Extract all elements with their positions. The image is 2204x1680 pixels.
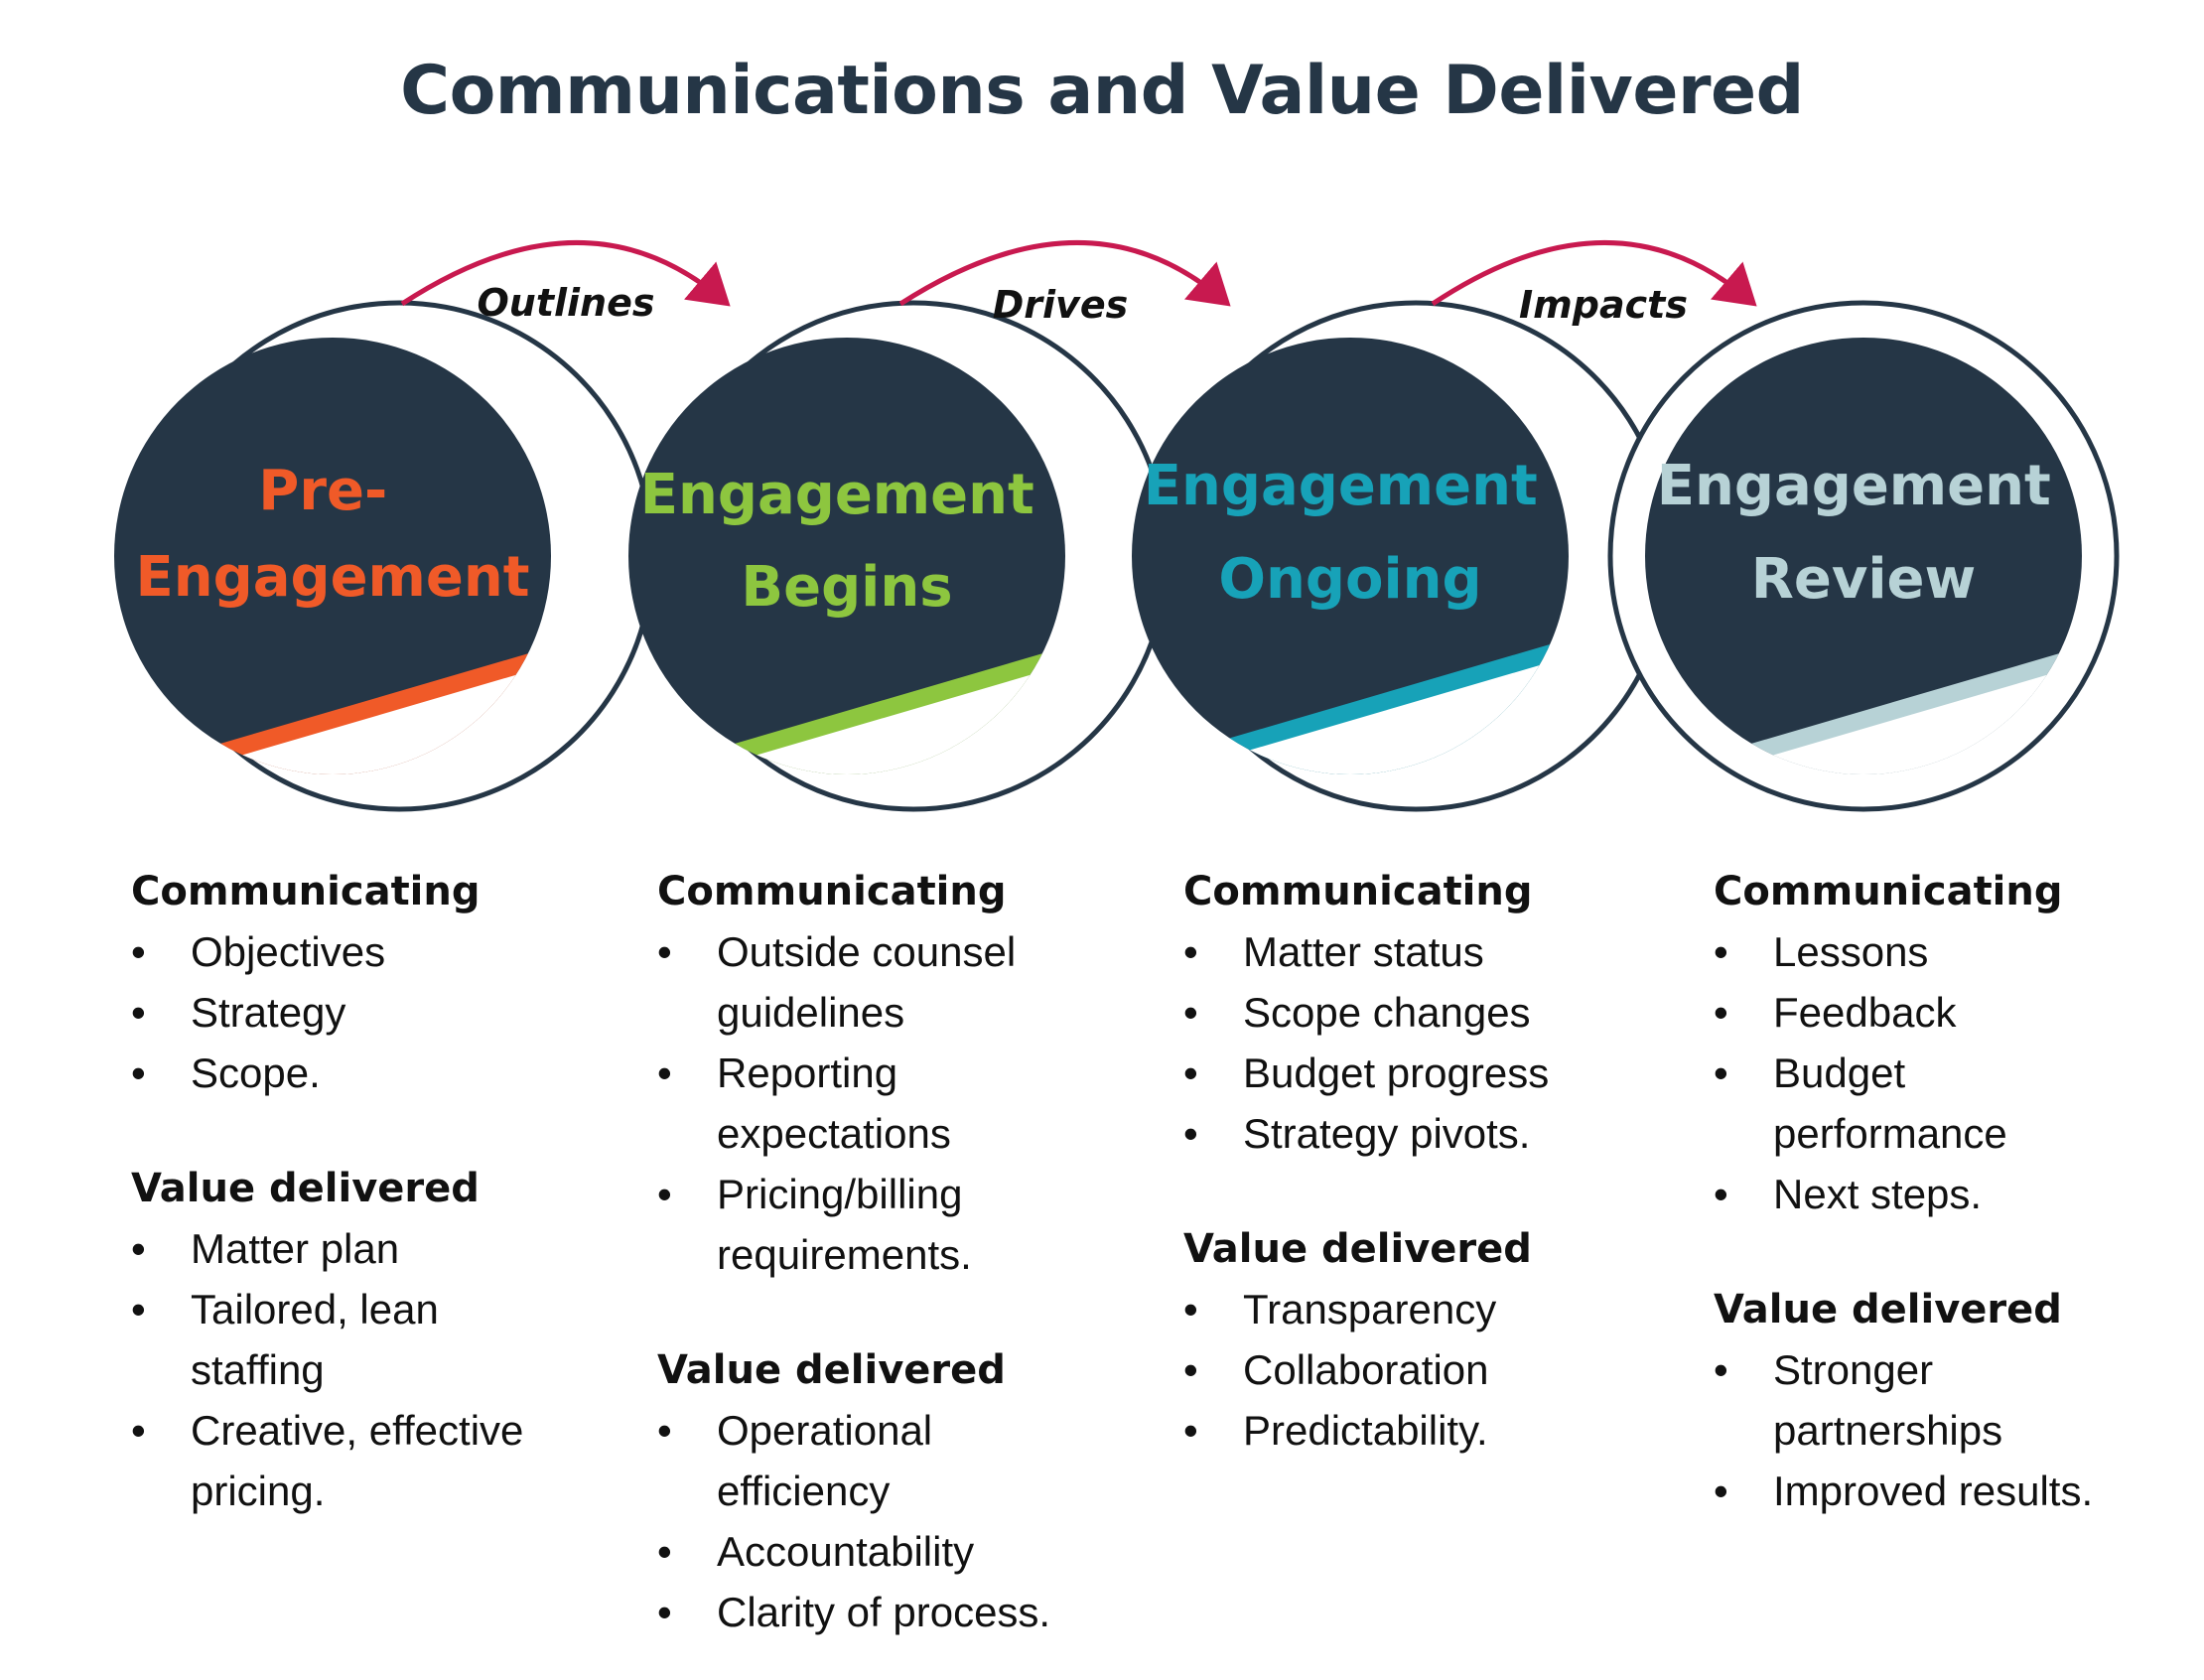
value-delivered-list: Transparency Collaboration Predictabilit… [1183, 1279, 1700, 1461]
list-item: Matter status [1183, 921, 1700, 982]
list-item: Operational efficiency [657, 1400, 1015, 1521]
list-item: Creative, effective pricing. [131, 1400, 588, 1521]
communicating-heading: Communicating [1183, 869, 1533, 914]
connector-label-outlines: Outlines [477, 281, 654, 325]
list-item: Objectives [131, 921, 647, 982]
stage-title-pre-engagement-line2: Engagement [135, 545, 529, 610]
list-item: Collaboration [1183, 1339, 1700, 1400]
list-item: Scope changes [1183, 982, 1700, 1043]
svg-text:Engagement Begins: Engagement Begins [640, 463, 1054, 620]
list-item: Matter plan [131, 1218, 647, 1279]
value-delivered-heading: Value delivered [1183, 1226, 1532, 1272]
list-item: Improved results. [1714, 1461, 2190, 1521]
stage-title-engagement-review-line2: Review [1751, 547, 1977, 612]
communicating-list: Objectives Strategy Scope. [131, 921, 647, 1103]
stage-title-engagement-begins-line1: Engagement [640, 463, 1034, 527]
stage-title-pre-engagement-line1: Pre- [258, 459, 387, 523]
communicating-list: Matter status Scope changes Budget progr… [1183, 921, 1700, 1164]
list-item: Next steps. [1714, 1164, 2190, 1224]
list-item: Reporting expectations [657, 1043, 1015, 1164]
value-delivered-heading: Value delivered [131, 1166, 480, 1211]
list-item: Strategy [131, 982, 647, 1043]
value-delivered-list: Matter plan Tailored, lean staffing Crea… [131, 1218, 647, 1521]
connector-arrow-impacts [1431, 240, 1757, 307]
list-item: Transparency [1183, 1279, 1700, 1339]
value-delivered-list: Operational efficiency Accountability Cl… [657, 1400, 1173, 1642]
communicating-list: Outside counsel guidelines Reporting exp… [657, 921, 1173, 1285]
stage-title-engagement-ongoing-line2: Ongoing [1218, 547, 1481, 612]
communicating-list: Lessons Feedback Budget performance Next… [1714, 921, 2190, 1224]
stage-column-pre-engagement: Communicating Objectives Strategy Scope.… [131, 862, 647, 1521]
list-item: Budget performance [1714, 1043, 2071, 1164]
stage-title-engagement-ongoing-line1: Engagement [1144, 454, 1538, 518]
list-item: Budget progress [1183, 1043, 1700, 1103]
connector-arrow-drives [898, 240, 1231, 307]
list-item: Lessons [1714, 921, 2190, 982]
list-item: Strategy pivots. [1183, 1103, 1700, 1164]
stage-column-engagement-ongoing: Communicating Matter status Scope change… [1183, 862, 1700, 1461]
list-item: Predictability. [1183, 1400, 1700, 1461]
connector-arrow-outlines [400, 240, 731, 307]
list-item: Clarity of process. [657, 1582, 1173, 1642]
list-item: Scope. [131, 1043, 647, 1103]
stage-title-engagement-begins-line2: Begins [741, 555, 952, 620]
connector-label-impacts: Impacts [1519, 283, 1688, 327]
communicating-heading: Communicating [657, 869, 1007, 914]
value-delivered-list: Stronger partnerships Improved results. [1714, 1339, 2190, 1521]
list-item: Stronger partnerships [1714, 1339, 2071, 1461]
diagram-title: Communications and Value Delivered [400, 52, 1804, 130]
list-item: Outside counsel guidelines [657, 921, 1114, 1043]
svg-text:Pre- Engagement: Pre- Engagement [135, 459, 529, 610]
stage-title-engagement-review-line1: Engagement [1657, 454, 2051, 518]
communicating-heading: Communicating [131, 869, 481, 914]
svg-text:Engagement Review: Engagement Review [1657, 454, 2071, 612]
list-item: Tailored, lean staffing [131, 1279, 488, 1400]
value-delivered-heading: Value delivered [1714, 1287, 2062, 1332]
list-item: Accountability [657, 1521, 1173, 1582]
stage-column-engagement-review: Communicating Lessons Feedback Budget pe… [1714, 862, 2190, 1521]
value-delivered-heading: Value delivered [657, 1347, 1006, 1393]
communicating-heading: Communicating [1714, 869, 2063, 914]
svg-text:Engagement Ongoing: Engagement Ongoing [1144, 454, 1558, 612]
list-item: Pricing/billing requirements. [657, 1164, 1054, 1285]
list-item: Feedback [1714, 982, 2190, 1043]
stage-column-engagement-begins: Communicating Outside counsel guidelines… [657, 862, 1173, 1642]
connector-label-drives: Drives [993, 283, 1128, 327]
